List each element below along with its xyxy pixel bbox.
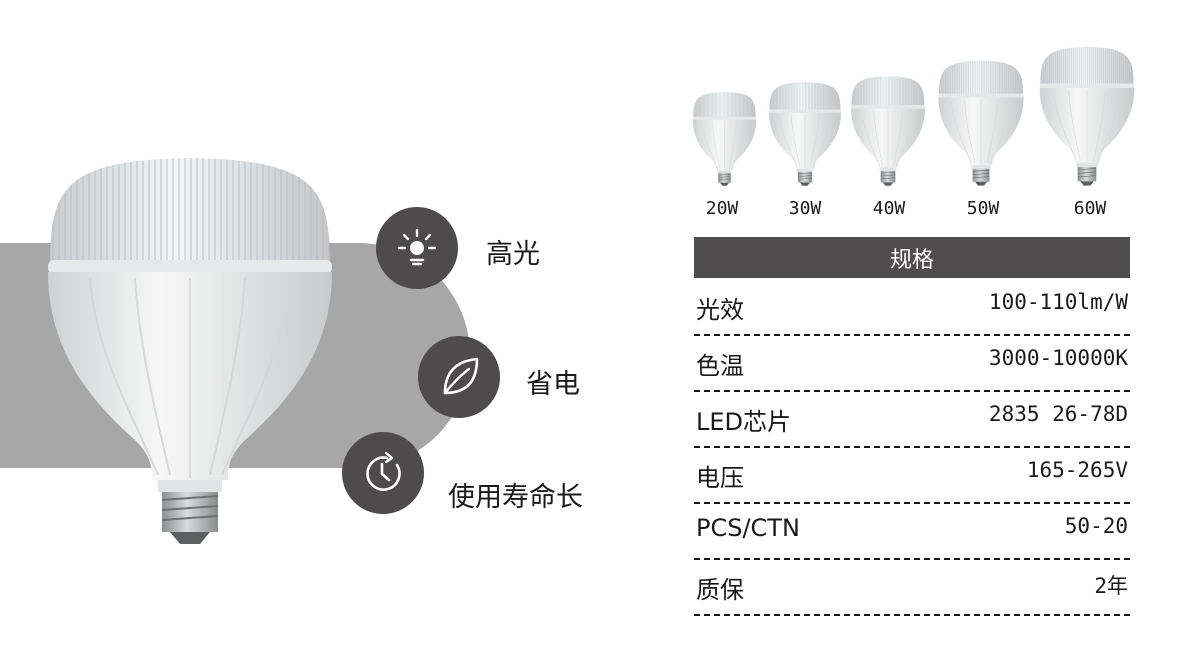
variant-bulb-image (768, 81, 842, 186)
variant-wattage-label: 50W (966, 198, 1000, 219)
spec-label: 质保 (696, 576, 744, 604)
sun-icon (376, 207, 458, 289)
row-divider (694, 390, 1130, 392)
spec-row: 光效 100-110lm/W (694, 280, 1130, 336)
variant-wattage-label: 40W (872, 198, 906, 219)
row-divider (694, 558, 1130, 560)
variant-wattage-label: 30W (788, 198, 822, 219)
spec-value: 2835 26-78D (988, 402, 1128, 426)
spec-value: 2年 (1094, 574, 1128, 598)
clock-icon (342, 432, 424, 514)
row-divider (694, 502, 1130, 504)
spec-label: 电压 (696, 464, 744, 492)
spec-row: LED芯片 2835 26-78D (694, 392, 1130, 448)
spec-label: 光效 (696, 296, 744, 324)
spec-value: 165-265V (1026, 458, 1128, 482)
variant-bulb-image (850, 75, 926, 186)
feature-energy-saving (418, 336, 500, 418)
variant-bulb-image (692, 91, 757, 186)
leaf-icon (418, 336, 500, 418)
row-divider (694, 334, 1130, 336)
variant-bulb-image (1039, 46, 1135, 186)
variant-bulb-image (938, 60, 1024, 186)
spec-value: 50-20 (1064, 514, 1128, 538)
spec-value: 3000-10000K (988, 346, 1128, 370)
row-divider (694, 446, 1130, 448)
feature-label: 使用寿命长 (448, 482, 583, 513)
variant-wattage-label: 60W (1073, 198, 1107, 219)
spec-label: PCS/CTN (696, 514, 800, 542)
spec-label: LED芯片 (696, 408, 792, 436)
spec-row: 质保 2年 (694, 560, 1130, 616)
spec-row: 色温 3000-10000K (694, 336, 1130, 392)
feature-long-life (342, 432, 424, 514)
feature-brightness (376, 207, 458, 289)
spec-row: 电压 165-265V (694, 448, 1130, 504)
spec-label: 色温 (696, 352, 744, 380)
variant-wattage-label: 20W (705, 198, 739, 219)
bulb-image (47, 157, 333, 545)
spec-value: 100-110lm/W (988, 290, 1128, 314)
spec-table-header: 规格 (694, 237, 1130, 278)
feature-label: 省电 (526, 369, 580, 400)
row-divider (694, 614, 1130, 616)
spec-row: PCS/CTN 50-20 (694, 504, 1130, 560)
feature-label: 高光 (486, 239, 540, 270)
